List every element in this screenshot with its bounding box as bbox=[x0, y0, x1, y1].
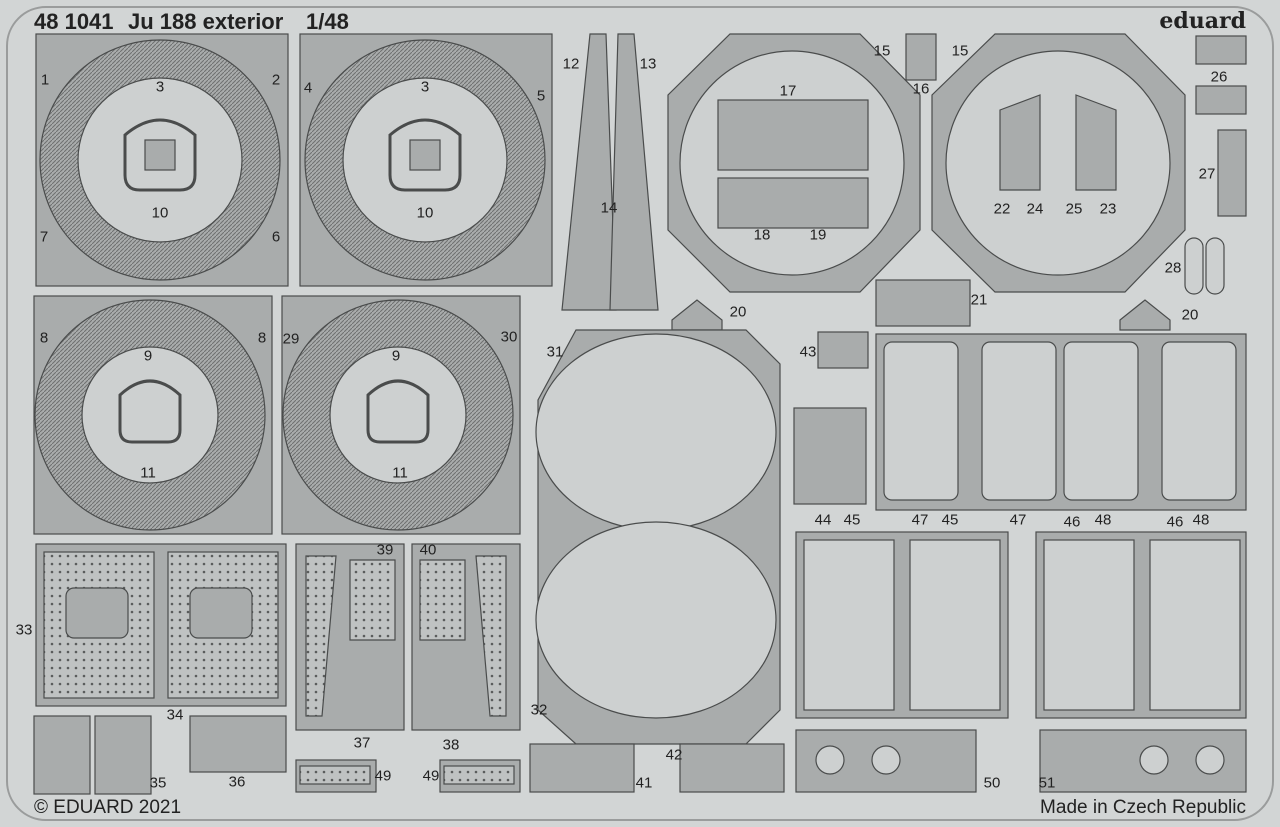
fret-scale: 1/48 bbox=[306, 9, 349, 34]
part-label: 16 bbox=[912, 80, 930, 98]
part-label: 45 bbox=[843, 511, 861, 529]
part-label: 25 bbox=[1065, 200, 1083, 218]
part-label: 48 bbox=[1094, 511, 1112, 529]
part-label: 4 bbox=[303, 79, 313, 97]
part-label: 6 bbox=[271, 228, 281, 246]
part-label: 48 bbox=[1192, 511, 1210, 529]
part-label: 30 bbox=[500, 328, 518, 346]
part-label: 49 bbox=[374, 767, 392, 785]
part-label: 15 bbox=[951, 42, 969, 60]
part-label: 8 bbox=[39, 329, 49, 347]
part-label: 3 bbox=[420, 78, 430, 96]
part-label: 24 bbox=[1026, 200, 1044, 218]
part-label: 19 bbox=[809, 226, 827, 244]
part-label: 14 bbox=[600, 199, 618, 217]
part-label: 27 bbox=[1198, 165, 1216, 183]
part-label: 18 bbox=[753, 226, 771, 244]
origin-text: Made in Czech Republic bbox=[1040, 797, 1246, 818]
part-label: 36 bbox=[228, 773, 246, 791]
part-label: 26 bbox=[1210, 68, 1228, 86]
part-label: 2 bbox=[271, 71, 281, 89]
part-label: 44 bbox=[814, 511, 832, 529]
part-label: 49 bbox=[422, 767, 440, 785]
part-label: 3 bbox=[155, 78, 165, 96]
eduard-logo: eduard bbox=[1159, 8, 1246, 34]
part-label: 46 bbox=[1166, 513, 1184, 531]
part-label: 20 bbox=[1181, 306, 1199, 324]
part-label: 47 bbox=[911, 511, 929, 529]
part-label: 38 bbox=[442, 736, 460, 754]
part-label: 33 bbox=[15, 621, 33, 639]
part-label: 21 bbox=[970, 291, 988, 309]
part-label: 17 bbox=[779, 82, 797, 100]
part-label: 28 bbox=[1164, 259, 1182, 277]
part-label: 22 bbox=[993, 200, 1011, 218]
part-label: 7 bbox=[39, 228, 49, 246]
part-label: 34 bbox=[166, 706, 184, 724]
fret-frame bbox=[6, 6, 1274, 821]
part-label: 10 bbox=[151, 204, 169, 222]
part-label: 13 bbox=[639, 55, 657, 73]
part-label: 11 bbox=[392, 464, 408, 482]
fret-code: 48 1041 bbox=[34, 9, 114, 34]
part-label: 12 bbox=[562, 55, 580, 73]
part-label: 1 bbox=[40, 71, 50, 89]
part-label: 42 bbox=[665, 746, 683, 764]
part-label: 47 bbox=[1009, 511, 1027, 529]
part-label: 40 bbox=[419, 541, 437, 559]
part-label: 20 bbox=[729, 303, 747, 321]
part-label: 46 bbox=[1063, 513, 1081, 531]
part-label: 29 bbox=[282, 330, 300, 348]
part-label: 10 bbox=[416, 204, 434, 222]
part-label: 43 bbox=[799, 343, 817, 361]
part-wheel-well-9a bbox=[33, 295, 273, 535]
part-label: 8 bbox=[257, 329, 267, 347]
part-label: 51 bbox=[1038, 774, 1056, 792]
part-label: 37 bbox=[353, 734, 371, 752]
part-wheel-well-3b bbox=[299, 33, 553, 287]
part-label: 9 bbox=[391, 347, 401, 365]
part-label: 41 bbox=[635, 774, 653, 792]
part-label: 11 bbox=[140, 464, 156, 482]
part-label: 32 bbox=[530, 701, 548, 719]
fret-name: Ju 188 exterior bbox=[128, 9, 284, 34]
part-label: 50 bbox=[983, 774, 1001, 792]
part-label: 23 bbox=[1099, 200, 1117, 218]
part-label: 5 bbox=[536, 87, 546, 105]
part-label: 45 bbox=[941, 511, 959, 529]
part-label: 31 bbox=[546, 343, 564, 361]
part-label: 39 bbox=[376, 541, 394, 559]
part-label: 35 bbox=[149, 774, 167, 792]
part-wheel-well-9b bbox=[281, 295, 521, 535]
part-label: 15 bbox=[873, 42, 891, 60]
part-label: 9 bbox=[143, 347, 153, 365]
copyright: © EDUARD 2021 bbox=[34, 797, 182, 818]
part-wheel-well-3a bbox=[35, 33, 289, 287]
